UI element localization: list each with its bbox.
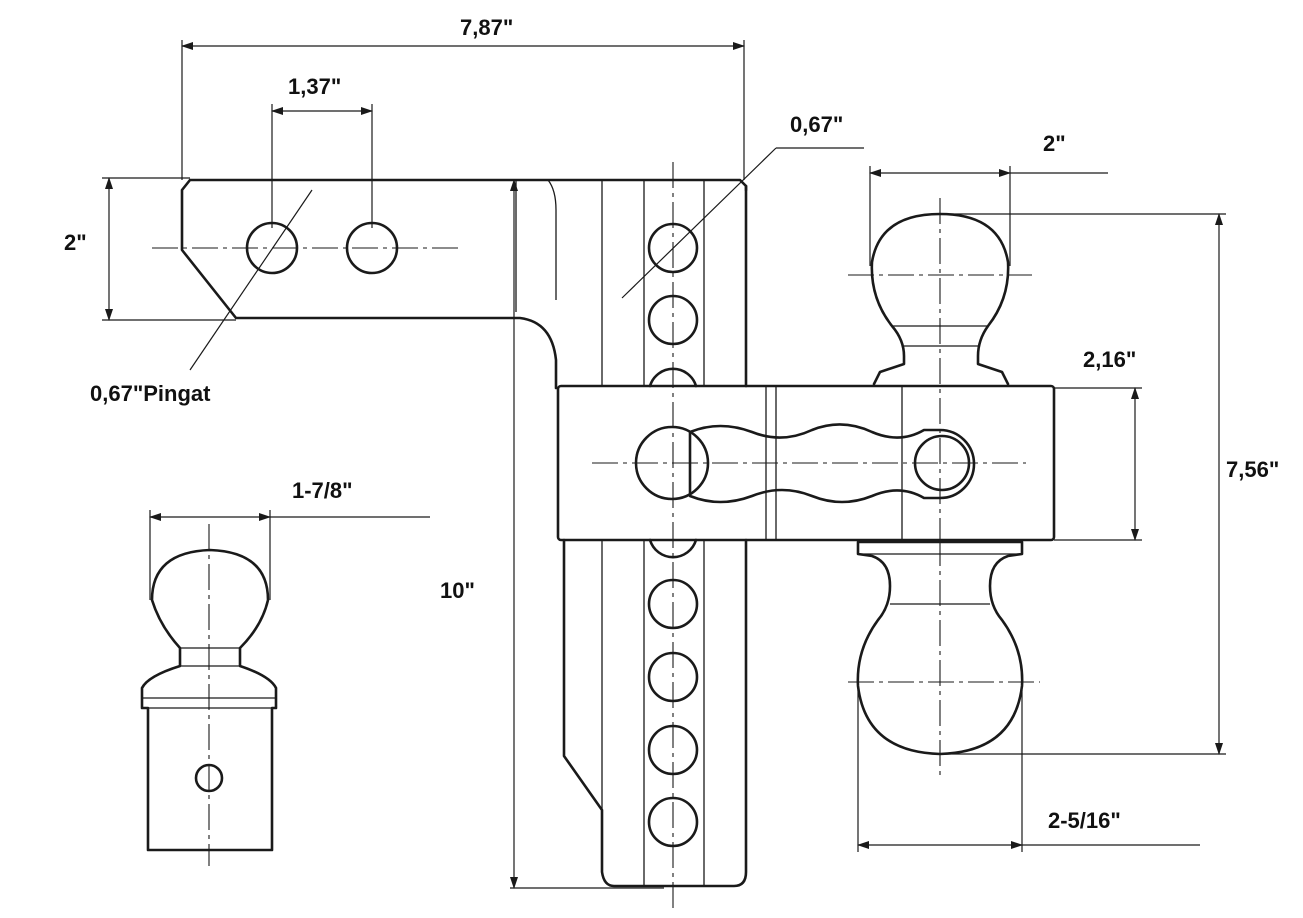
dim-overall-height: 10" [440, 578, 475, 603]
dim-extra-ball-diameter: 1-7/8" [292, 478, 353, 503]
dim-bar-height: 2,16" [1083, 347, 1137, 372]
dim-pin-hole-right: 0,67" [790, 112, 844, 137]
extra-hitch-ball [140, 524, 278, 866]
dim-ball-top-diameter: 2" [1043, 131, 1066, 156]
drop-tube [562, 162, 748, 912]
dim-shank-height: 2" [64, 230, 87, 255]
shank [152, 178, 748, 390]
dimension-lines [102, 40, 1226, 889]
dim-overall-width: 7,87" [460, 15, 514, 40]
bottom-hitch-ball [848, 540, 1040, 776]
dim-ball-span: 7,56" [1226, 457, 1280, 482]
dim-hole-spacing: 1,37" [288, 74, 342, 99]
dim-pin-hole-left: 0,67"Pingat [90, 381, 211, 406]
top-hitch-ball [848, 198, 1032, 540]
dim-ball-bottom-diameter: 2-5/16" [1048, 808, 1121, 833]
ball-mount-bar [556, 384, 1056, 542]
